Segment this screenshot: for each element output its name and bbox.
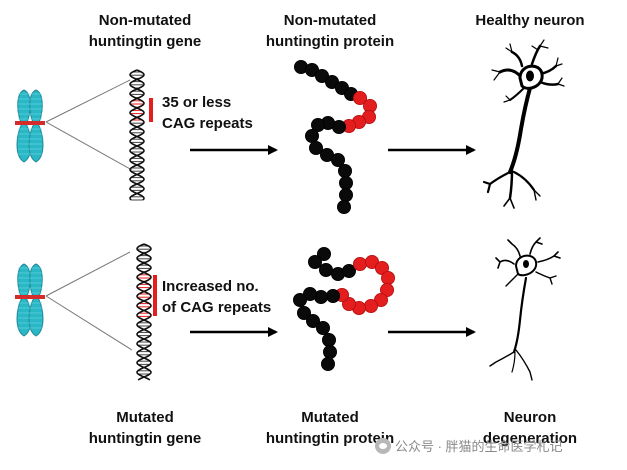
chromatid <box>16 263 32 337</box>
dna-strand <box>129 69 145 201</box>
protein-bead <box>338 175 353 190</box>
protein-bead <box>341 263 356 278</box>
bottom-protein-label: Mutated huntingtin protein <box>265 409 395 447</box>
chromatid <box>28 89 44 163</box>
chromatid <box>28 263 44 337</box>
top-protein-label: Non-mutated huntingtin protein <box>265 12 395 50</box>
watermark: 公众号 · 胖猫的生命医学札记 <box>375 436 563 455</box>
dna-strand <box>136 243 152 381</box>
degenerating-neuron-icon <box>489 237 561 381</box>
dna-strand <box>129 69 145 201</box>
protein-bead <box>320 356 335 371</box>
bottom-zoom-lines <box>45 251 133 351</box>
protein-bead <box>322 344 337 359</box>
protein-bead <box>304 128 319 143</box>
chromosome-band <box>15 121 45 125</box>
dna-strand <box>136 243 152 381</box>
cag-repeat-bead <box>380 270 395 285</box>
protein-bead <box>305 313 320 328</box>
cag-repeat-bead <box>363 298 378 313</box>
chromatid <box>16 89 32 163</box>
healthy-neuron-icon <box>482 39 565 209</box>
protein-bead <box>296 305 311 320</box>
bottom-dna-helix-icon <box>136 243 152 381</box>
cag-repeat-bead <box>352 91 367 106</box>
bottom-protein-chain-icon <box>292 246 395 371</box>
top-neuron-label: Healthy neuron <box>475 12 585 29</box>
top-gene-label: Non-mutated huntingtin gene <box>88 12 202 50</box>
protein-bead <box>315 320 330 335</box>
protein-bead <box>292 292 307 307</box>
protein-bead <box>308 140 323 155</box>
top-protein-chain-icon <box>293 60 377 214</box>
bottom-cag-label: Increased no. of CAG repeats <box>162 278 272 316</box>
protein-bead <box>307 254 322 269</box>
bottom-neuron-label: Neuron degeneration <box>482 409 578 447</box>
top-chromosome-icon <box>15 89 45 163</box>
protein-bead <box>321 332 336 347</box>
protein-bead <box>336 199 351 214</box>
protein-bead <box>310 118 325 133</box>
protein-bead <box>338 187 353 202</box>
cag-repeat-bead <box>352 256 367 271</box>
top-cag-label: 35 or less CAG repeats <box>162 94 253 132</box>
protein-bead <box>330 152 345 167</box>
top-dna-helix-icon <box>129 69 145 201</box>
bottom-chromosome-icon <box>15 263 45 337</box>
healthy-neuron-nucleus <box>526 70 534 82</box>
protein-bead <box>316 246 331 261</box>
protein-bead <box>325 288 340 303</box>
protein-bead <box>337 163 352 178</box>
chromosome-band <box>15 295 45 299</box>
degenerating-neuron-nucleus <box>523 260 529 268</box>
bottom-gene-label: Mutated huntingtin gene <box>88 409 202 447</box>
wechat-icon <box>375 437 391 454</box>
protein-bead <box>318 262 333 277</box>
top-zoom-lines <box>45 79 133 171</box>
